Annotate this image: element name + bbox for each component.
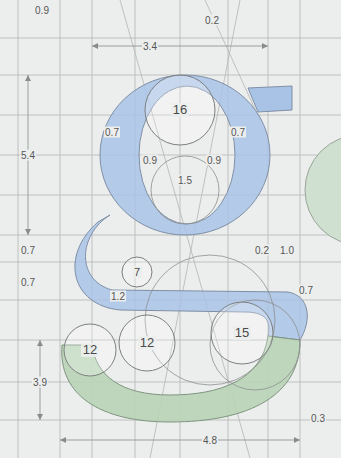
dimension-number: 1.5	[177, 175, 193, 186]
circle-size-number: 15	[233, 326, 251, 340]
dimension-number: 0.2	[204, 15, 220, 26]
guide-circle	[145, 255, 275, 385]
circle-size-number: 16	[171, 103, 189, 117]
dimension-line	[92, 46, 268, 47]
grid-line	[0, 382, 341, 383]
circle-outline	[145, 75, 215, 145]
dimension-number: 0.7	[298, 285, 314, 296]
construction-circle: 16	[144, 74, 216, 146]
circle-outline	[211, 302, 273, 364]
dimension-number: 1.2	[110, 291, 126, 302]
ear	[248, 86, 292, 112]
circle-outline	[64, 324, 116, 376]
grid-line	[0, 235, 341, 236]
dimension-number: 1.0	[279, 245, 295, 256]
guide-circle	[210, 300, 300, 390]
grid-line	[0, 155, 341, 156]
arrowheads	[25, 43, 300, 443]
grid-line	[300, 0, 301, 458]
circle-size-number: 12	[81, 343, 99, 357]
dimension-line	[60, 440, 300, 441]
grid-line	[135, 0, 136, 458]
grid-line	[18, 0, 19, 458]
guide-circle	[151, 156, 219, 224]
circle-size-number: 7	[132, 266, 142, 278]
dimension-number: 0.9	[142, 155, 158, 166]
dimension-number: 0.9	[34, 5, 50, 16]
dimension-lines	[25, 43, 300, 443]
circle-outline	[122, 257, 152, 287]
construction-circle: 7	[121, 256, 153, 288]
dimension-number: 3.4	[142, 41, 158, 52]
neighbour-letter	[305, 135, 341, 245]
dimension-number: 3.9	[32, 377, 48, 388]
dimension-number: 4.8	[202, 435, 218, 446]
circle-size-number: 12	[138, 336, 156, 350]
grid-line	[0, 38, 341, 39]
dimension-number: 5.4	[20, 150, 36, 161]
dimension-number: 0.7	[104, 127, 120, 138]
grid-line	[0, 75, 341, 76]
neck-link	[75, 215, 307, 340]
grid-line	[60, 0, 61, 458]
construction-circle: 12	[63, 323, 117, 377]
construction-circle: 12	[118, 314, 176, 372]
dimension-number: 0.2	[254, 245, 270, 256]
dimension-number: 0.3	[310, 413, 326, 424]
dimension-number: 0.7	[20, 277, 36, 288]
dimension-number: 0.9	[206, 155, 222, 166]
dimension-number: 0.7	[20, 245, 36, 256]
grid-line	[0, 195, 341, 196]
upper-bowl	[100, 75, 270, 235]
dimension-number: 0.7	[230, 127, 246, 138]
construction-circle: 15	[210, 301, 274, 365]
circle-outline	[119, 315, 175, 371]
grid-line	[0, 262, 341, 263]
